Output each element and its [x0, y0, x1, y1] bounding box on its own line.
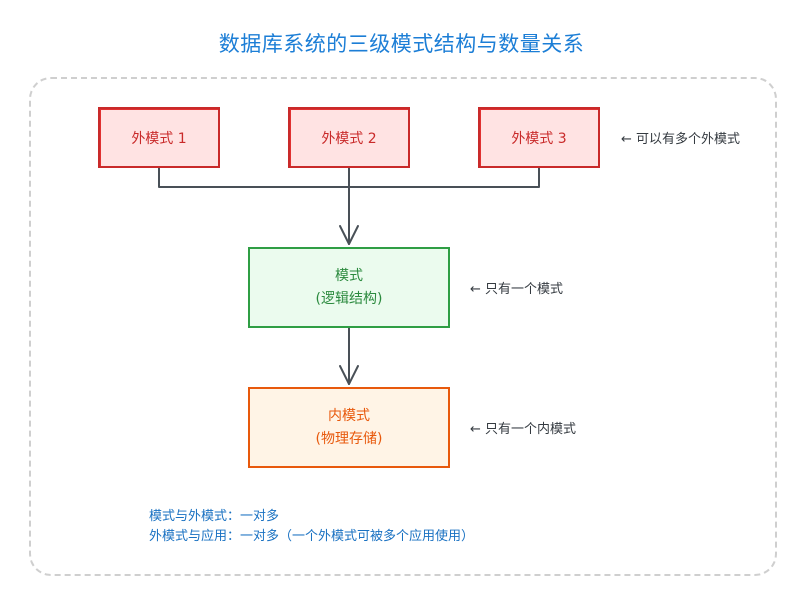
relation-line-1: 模式与外模式：一对多 — [149, 509, 280, 524]
note-internal-schema: ← 只有一个内模式 — [470, 422, 577, 437]
connector-ext3 — [349, 167, 540, 188]
external-schema-2-label: 外模式 2 — [321, 130, 377, 147]
arrowhead-to-schema — [339, 225, 359, 245]
relations-legend: 模式与外模式：一对多 外模式与应用：一对多（一个外模式可被多个应用使用） — [149, 507, 474, 547]
diagram-title: 数据库系统的三级模式结构与数量关系 — [218, 32, 585, 56]
internal-schema-box: 内模式 (物理存储) — [248, 387, 450, 468]
note-conceptual-schema: ← 只有一个模式 — [470, 282, 564, 297]
external-schema-3-label: 外模式 3 — [511, 130, 567, 147]
internal-schema-label: 内模式 — [328, 407, 370, 424]
conceptual-schema-sublabel: (逻辑结构) — [315, 290, 383, 307]
connector-ext1 — [158, 167, 349, 188]
arrowhead-to-internal — [339, 365, 359, 385]
note-external-schemas: ← 可以有多个外模式 — [621, 132, 741, 147]
external-schema-2-box: 外模式 2 — [288, 107, 410, 168]
external-schema-3-box: 外模式 3 — [478, 107, 600, 168]
external-schema-1-label: 外模式 1 — [131, 130, 187, 147]
internal-schema-sublabel: (物理存储) — [315, 430, 383, 447]
conceptual-schema-box: 模式 (逻辑结构) — [248, 247, 450, 328]
conceptual-schema-label: 模式 — [335, 267, 363, 284]
external-schema-1-box: 外模式 1 — [98, 107, 220, 168]
relation-line-2: 外模式与应用：一对多（一个外模式可被多个应用使用） — [149, 529, 475, 544]
diagram-frame — [29, 77, 777, 576]
